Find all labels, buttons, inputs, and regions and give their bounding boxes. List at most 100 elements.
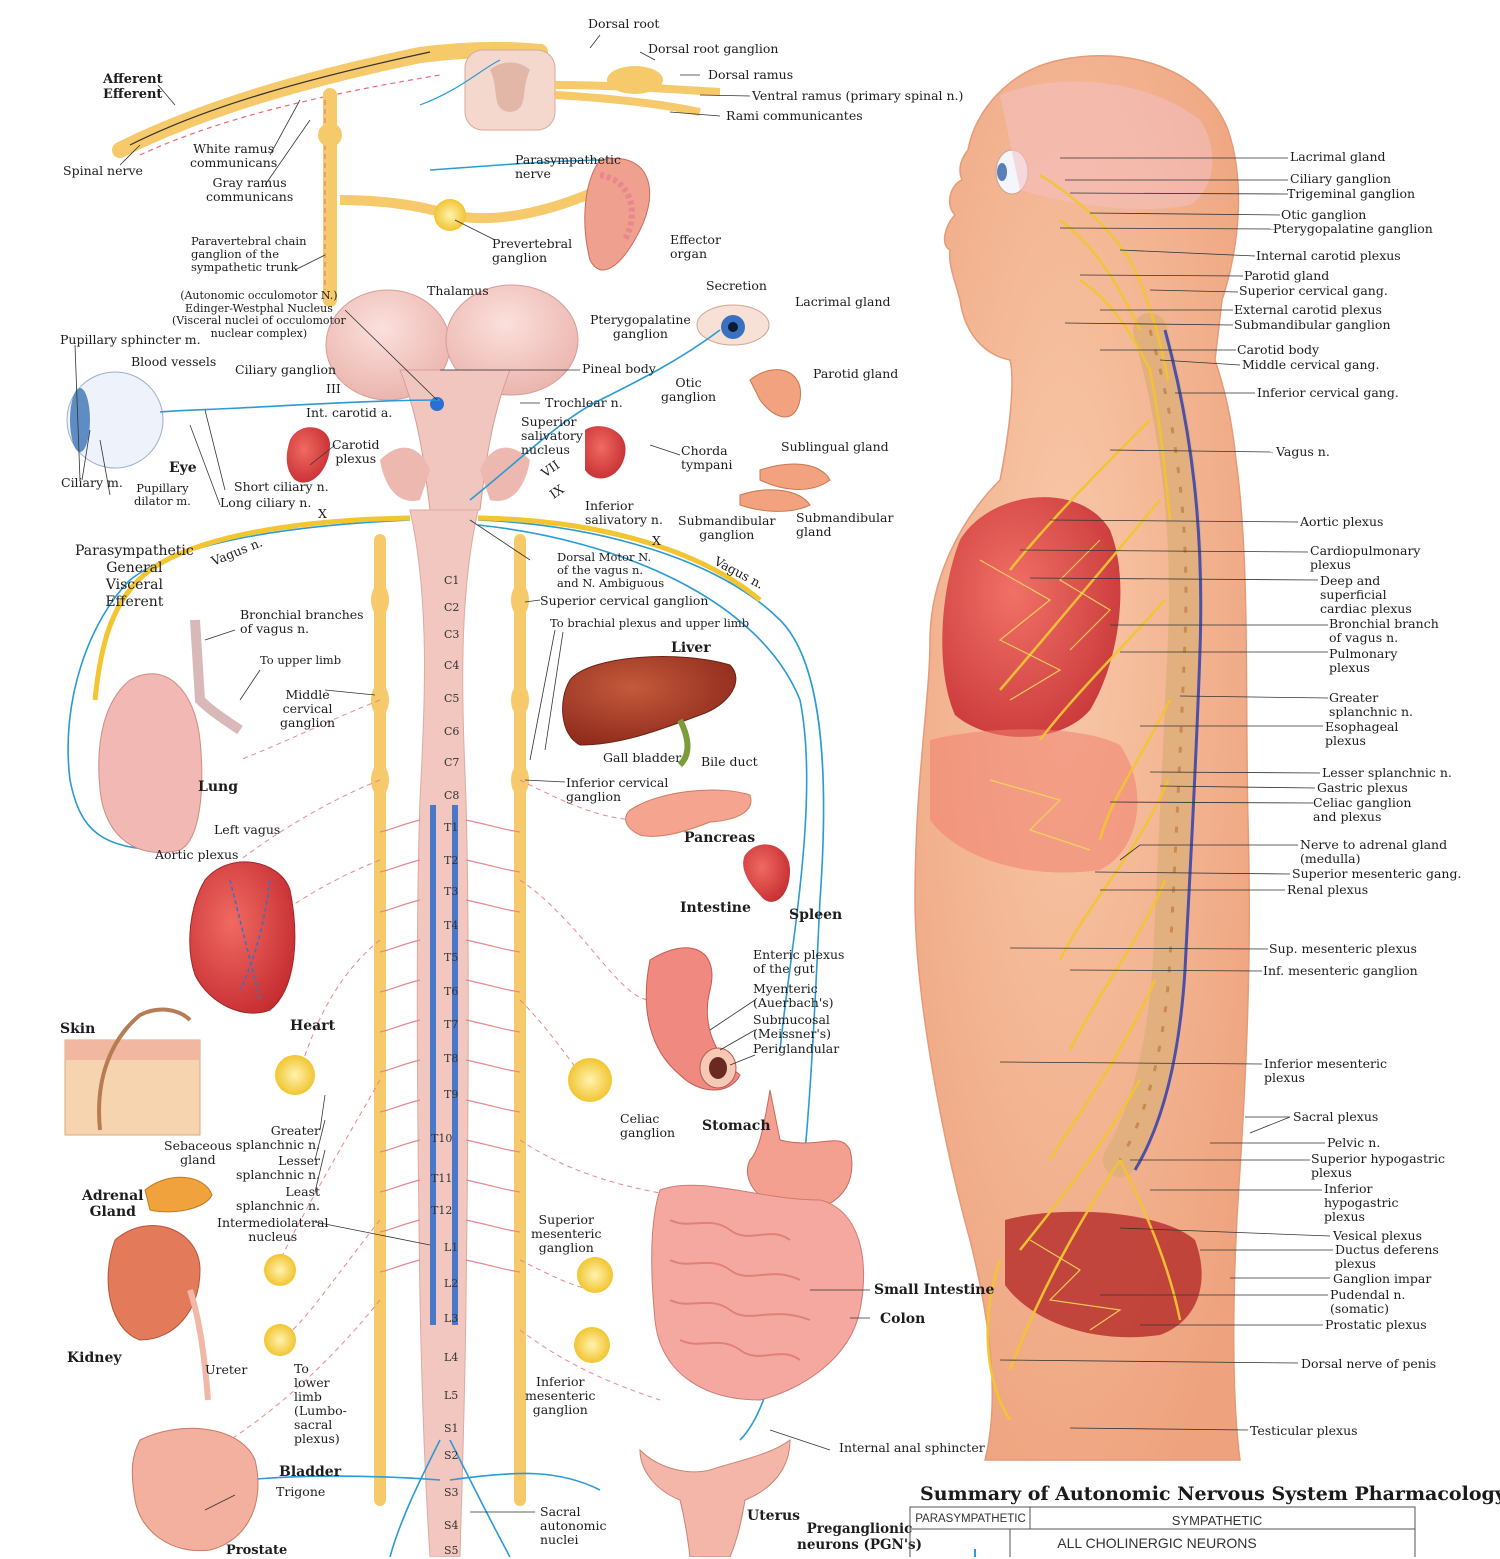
label-body-internal-carotid: Internal carotid plexus <box>1256 248 1401 263</box>
figure-spine <box>1103 313 1203 1177</box>
spinal-cord <box>409 509 479 1557</box>
body-leader-lines <box>999 157 1333 1431</box>
label-pupillary-dilator: Pupillary dilator m. <box>134 481 191 508</box>
segmental-nerves <box>379 819 521 1273</box>
label-body-lacrimal: Lacrimal gland <box>1290 149 1386 164</box>
brain-region <box>325 284 579 511</box>
lung-shape <box>98 673 203 853</box>
label-intestine: Intestine <box>680 900 751 916</box>
ganglia <box>264 1055 613 1363</box>
label-submucosal: Submucosal (Meissner's) <box>753 1012 832 1041</box>
label-paravertebral: Paravertebral chain ganglion of the symp… <box>191 234 307 274</box>
label-inferior-cervical: Inferior cervical ganglion <box>566 775 669 804</box>
segment-label: S5 <box>444 1544 459 1557</box>
label-uterus: Uterus <box>747 1508 801 1524</box>
spleen-shape <box>743 844 790 902</box>
label-least-splanchnic: Least splanchnic n. <box>236 1184 321 1213</box>
segment-label: L4 <box>444 1351 459 1364</box>
label-body-vagus: Vagus n. <box>1276 444 1330 459</box>
label-body-pterygopalatine: Pterygopalatine ganglion <box>1273 221 1433 236</box>
label-body-inferior-cervical: Inferior cervical gang. <box>1257 385 1399 400</box>
sublingual-shape <box>759 463 831 490</box>
label-thalamus: Thalamus <box>427 283 489 298</box>
label-middle-cervical: Middle cervical ganglion <box>280 687 336 730</box>
label-ureter: Ureter <box>205 1362 248 1377</box>
label-parotid-gland: Parotid gland <box>813 366 899 381</box>
label-inferior-mesenteric: Inferior mesenteric ganglion <box>525 1374 596 1417</box>
label-body-pudendal: Pudendal n. (somatic) <box>1330 1287 1406 1316</box>
label-body-ductus: Ductus deferens plexus <box>1335 1242 1439 1271</box>
label-stomach: Stomach <box>702 1118 771 1134</box>
label-nerve-x-left: X <box>318 506 327 521</box>
segment-label: C4 <box>444 659 460 672</box>
label-eye: Eye <box>169 460 197 476</box>
label-bronchial-branches: Bronchial branches of vagus n. <box>240 607 364 636</box>
segment-label: C1 <box>444 574 460 587</box>
celiac-ganglion-right <box>568 1058 612 1102</box>
segment-label: S1 <box>444 1422 459 1435</box>
label-enteric: Enteric plexus of the gut <box>753 947 845 976</box>
label-superior-salivatory: Superior salivatory nucleus <box>521 414 583 457</box>
label-body-aortic: Aortic plexus <box>1300 514 1384 529</box>
segment-label: C6 <box>444 725 460 738</box>
label-dorsal-motor: Dorsal Motor N. of the vagus n. and N. A… <box>557 550 665 590</box>
label-parasympathetic-nerve: Parasympathetic nerve <box>515 152 622 181</box>
label-body-impar: Ganglion impar <box>1333 1271 1432 1286</box>
label-body-ciliary: Ciliary ganglion <box>1290 171 1392 186</box>
segment-label: T7 <box>444 1018 459 1031</box>
head-organs <box>66 304 831 512</box>
label-spinal-nerve: Spinal nerve <box>63 163 143 178</box>
label-body-inf-mesenteric-plexus: Inferior mesenteric plexus <box>1264 1056 1387 1085</box>
label-chorda-tympani: Chorda tympani <box>681 443 733 472</box>
label-liver: Liver <box>671 640 711 656</box>
spinal-nerve-schematic <box>112 41 721 307</box>
label-pineal-body: Pineal body <box>582 361 656 376</box>
segment-label: T1 <box>444 821 459 834</box>
label-brachial: To brachial plexus and upper limb <box>550 616 750 630</box>
label-periglandular: Periglandular <box>753 1041 840 1056</box>
label-inferior-salivatory: Inferior salivatory n. <box>585 498 663 527</box>
effector-organ <box>584 158 651 271</box>
label-pancreas: Pancreas <box>684 830 756 846</box>
label-body-dorsal-penis: Dorsal nerve of penis <box>1301 1356 1437 1371</box>
label-colon: Colon <box>880 1311 926 1327</box>
small-intestine-shape <box>651 1184 865 1401</box>
label-body-sup-hypogastric: Superior hypogastric plexus <box>1311 1151 1445 1180</box>
segment-label: C3 <box>444 628 460 641</box>
segment-label: C5 <box>444 692 460 705</box>
label-body-superior-cervical: Superior cervical gang. <box>1239 283 1388 298</box>
segment-label: T2 <box>444 854 459 867</box>
label-parasympathetic-gve: Parasympathetic General Visceral Efferen… <box>75 543 194 610</box>
label-aortic-plexus: Aortic plexus <box>155 847 239 862</box>
label-lung: Lung <box>198 779 238 795</box>
segment-label: S4 <box>444 1519 459 1532</box>
label-lesser-splanchnic: Lesser splanchnic n. <box>236 1153 321 1182</box>
edinger-westphal-nucleus <box>430 397 444 411</box>
liver-shape <box>562 656 737 746</box>
intermediolateral-column-left <box>430 805 436 1325</box>
label-body-renal: Renal plexus <box>1287 882 1369 897</box>
label-pupillary-sphincter: Pupillary sphincter m. <box>60 332 201 347</box>
label-dorsal-root-ganglion: Dorsal root ganglion <box>648 41 779 56</box>
torso-figure <box>914 55 1251 1461</box>
summary-col-parasympathetic: PARASYMPATHETIC <box>915 1513 1026 1525</box>
superior-mesenteric-ganglion-left <box>264 1254 296 1286</box>
summary-title: Summary of Autonomic Nervous System Phar… <box>920 1483 1500 1505</box>
label-body-otic: Otic ganglion <box>1281 207 1367 222</box>
segment-label: T10 <box>431 1132 453 1145</box>
carotid-plexus-shape <box>286 427 330 483</box>
label-gray-ramus: Gray ramus communicans <box>206 175 294 204</box>
label-body-submandibular: Submandibular ganglion <box>1234 317 1391 332</box>
summary-table-frame <box>909 1506 1416 1557</box>
label-int-carotid: Int. carotid a. <box>306 405 393 420</box>
label-intermediolateral: Intermediolateral nucleus <box>217 1215 329 1244</box>
label-effector-organ: Effector organ <box>670 232 721 261</box>
label-myenteric: Myenteric (Auerbach's) <box>753 981 834 1010</box>
label-dorsal-root: Dorsal root <box>588 16 660 31</box>
figure-bladder <box>1005 1211 1202 1338</box>
label-body-esophageal: Esophageal plexus <box>1325 719 1399 748</box>
label-preganglionic: Preganglionic neurons (PGN's) <box>797 1521 922 1553</box>
segment-label: T6 <box>444 985 459 998</box>
label-adrenal: Adrenal Gland <box>82 1188 144 1220</box>
